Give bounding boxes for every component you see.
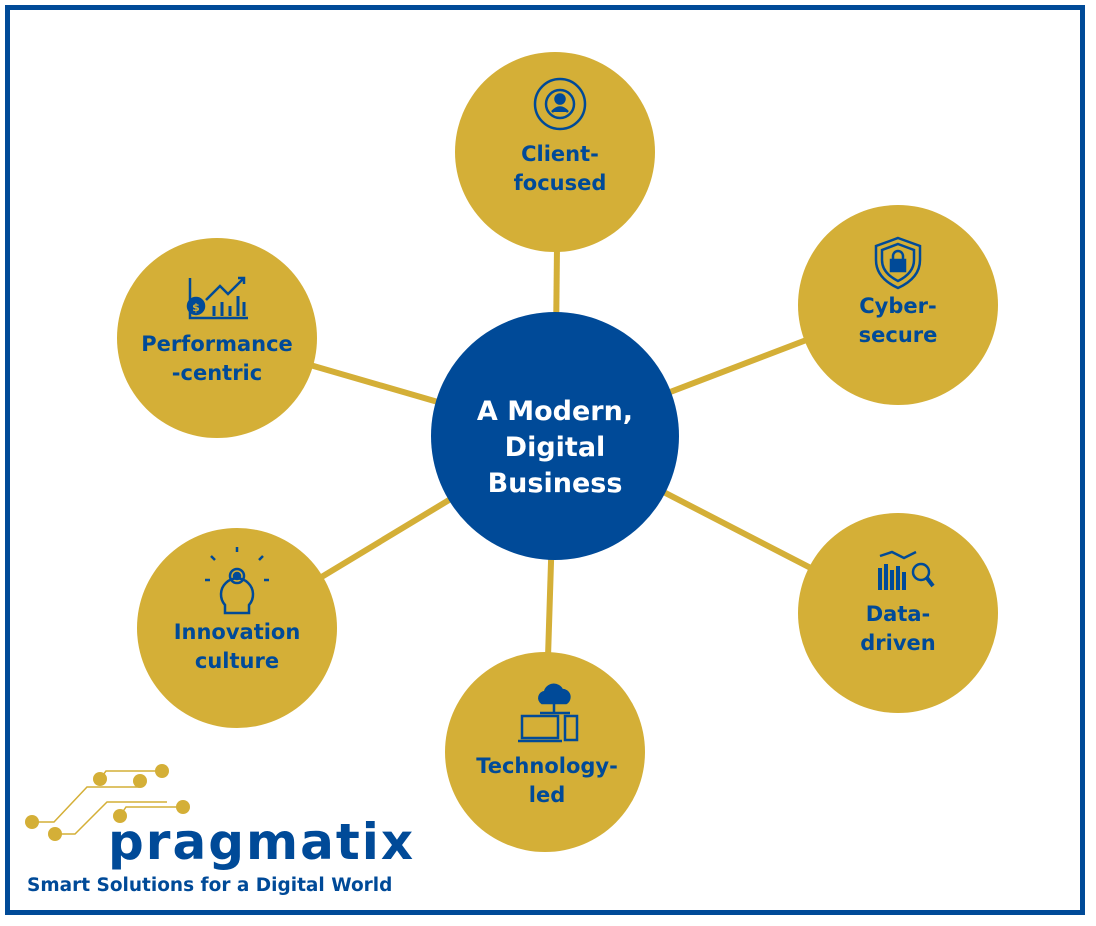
node-label-cyber: Cyber-secure: [858, 294, 938, 347]
border-frame: [5, 5, 1085, 915]
node-label-data: Data-driven: [860, 602, 936, 655]
svg-text:$: $: [192, 301, 200, 314]
node-tech: [445, 652, 645, 852]
node-label-client: Client-focused: [513, 142, 607, 195]
center-label: A Modern, Digital Business: [476, 396, 634, 499]
node-client: [455, 52, 655, 252]
cloud-devices-icon: [518, 683, 579, 743]
center-node: [431, 312, 679, 560]
node-label-performance: Performance-centric: [141, 332, 293, 385]
node-performance: [117, 238, 317, 438]
node-innovation: [137, 528, 337, 728]
node-data: [798, 513, 998, 713]
node-cyber: [798, 205, 998, 405]
client-focus-icon: [533, 77, 587, 131]
node-label-tech: Technology-led: [476, 754, 618, 807]
growth-chart-icon: [186, 276, 248, 320]
logo-tagline: Smart Solutions for a Digital World: [27, 875, 393, 896]
data-analytics-icon: [878, 550, 935, 590]
lightbulb-gear-icon: [205, 547, 269, 615]
logo-wordmark: pragmatix: [108, 813, 416, 871]
shield-lock-icon: [874, 236, 922, 290]
